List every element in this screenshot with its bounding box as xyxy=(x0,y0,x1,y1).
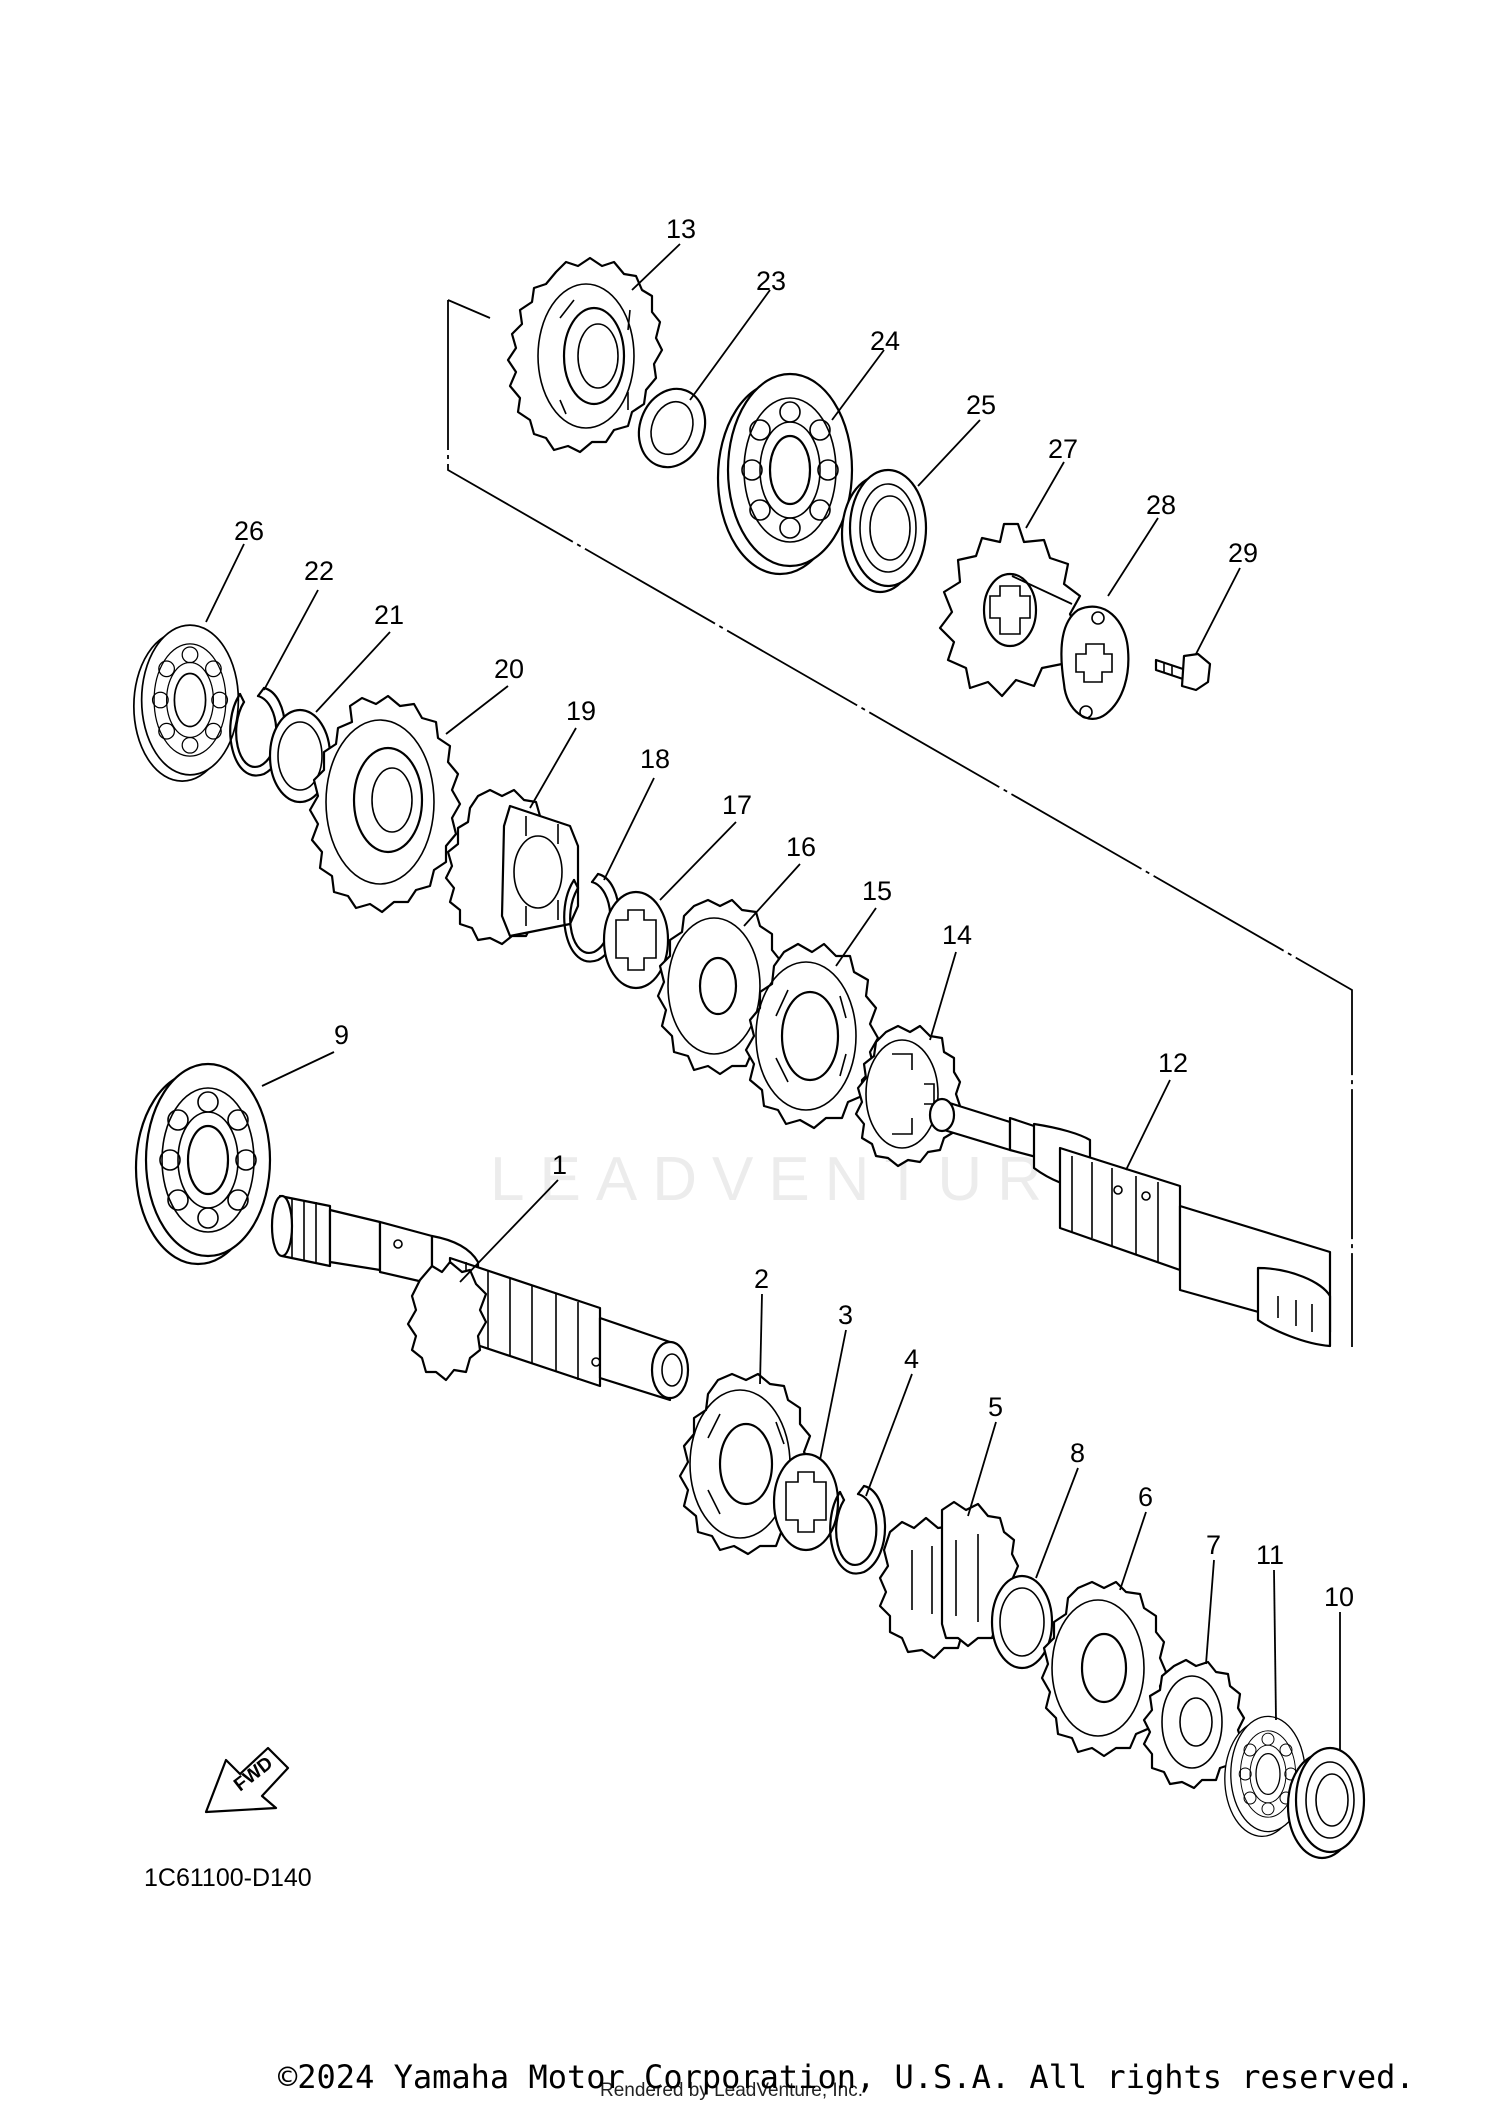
part-20-gear[interactable] xyxy=(308,694,462,914)
diagram-code: 1C61100-D140 xyxy=(144,1864,312,1892)
part-25-oil-seal[interactable] xyxy=(840,468,928,594)
part-15-gear[interactable] xyxy=(744,942,880,1130)
part-10-oil-seal[interactable] xyxy=(1286,1746,1366,1860)
fwd-arrow-icon: FWD xyxy=(204,1746,290,1814)
callout-15[interactable]: 15 xyxy=(862,876,892,906)
callout-4[interactable]: 4 xyxy=(904,1344,919,1374)
part-29-bolt[interactable] xyxy=(1154,652,1212,692)
callout-1[interactable]: 1 xyxy=(552,1150,567,1180)
part-7-gear[interactable] xyxy=(1142,1658,1246,1790)
callout-17[interactable]: 17 xyxy=(722,790,752,820)
callout-25[interactable]: 25 xyxy=(966,390,996,420)
sprocket-axis-line xyxy=(1011,575,1073,605)
callout-28[interactable]: 28 xyxy=(1146,490,1176,520)
leader-lines xyxy=(205,243,1341,1750)
callout-19[interactable]: 19 xyxy=(566,696,596,726)
callout-5[interactable]: 5 xyxy=(988,1392,1003,1422)
callout-8[interactable]: 8 xyxy=(1070,1438,1085,1468)
part-16-gear[interactable] xyxy=(656,898,784,1076)
callout-21[interactable]: 21 xyxy=(374,600,404,630)
part-6-gear[interactable] xyxy=(1040,1580,1168,1758)
callout-22[interactable]: 22 xyxy=(304,556,334,586)
callout-23[interactable]: 23 xyxy=(756,266,786,296)
callout-16[interactable]: 16 xyxy=(786,832,816,862)
callout-24[interactable]: 24 xyxy=(870,326,900,356)
part-26-bearing[interactable] xyxy=(132,624,240,782)
callout-29[interactable]: 29 xyxy=(1228,538,1258,568)
callout-6[interactable]: 6 xyxy=(1138,1482,1153,1512)
part-1-drive-axle[interactable] xyxy=(270,1194,690,1402)
assembly-boundary-line xyxy=(447,299,1353,1347)
callout-3[interactable]: 3 xyxy=(838,1300,853,1330)
part-28-lock-washer[interactable] xyxy=(1060,605,1130,720)
copyright-notice: ©2024 Yamaha Motor Corporation, U.S.A. A… xyxy=(278,2058,1415,2096)
watermark: LEADVENTURE xyxy=(490,1145,1113,1214)
part-17-splined-washer[interactable] xyxy=(602,890,670,990)
part-23-washer[interactable] xyxy=(628,379,716,476)
part-9-bearing[interactable] xyxy=(134,1062,272,1266)
part-27-drive-sprocket[interactable] xyxy=(938,522,1082,698)
callout-26[interactable]: 26 xyxy=(234,516,264,546)
part-24-bearing[interactable] xyxy=(716,372,854,576)
part-19-gear[interactable] xyxy=(444,788,580,946)
callout-7[interactable]: 7 xyxy=(1206,1530,1221,1560)
callout-9[interactable]: 9 xyxy=(334,1020,349,1050)
callout-18[interactable]: 18 xyxy=(640,744,670,774)
callout-2[interactable]: 2 xyxy=(754,1264,769,1294)
callout-20[interactable]: 20 xyxy=(494,654,524,684)
rendered-by: Rendered by LeadVenture, Inc. xyxy=(600,2080,863,2101)
callout-14[interactable]: 14 xyxy=(942,920,972,950)
callout-13[interactable]: 13 xyxy=(666,214,696,244)
part-3-splined-washer[interactable] xyxy=(772,1452,840,1552)
part-8-washer[interactable] xyxy=(990,1574,1054,1670)
part-13-gear[interactable] xyxy=(506,256,664,454)
callout-12[interactable]: 12 xyxy=(1158,1048,1188,1078)
part-12-main-shaft[interactable] xyxy=(928,1097,1332,1348)
callout-10[interactable]: 10 xyxy=(1324,1582,1354,1612)
part-14-gear[interactable] xyxy=(854,1024,962,1168)
callout-11[interactable]: 11 xyxy=(1256,1540,1284,1570)
callout-27[interactable]: 27 xyxy=(1048,434,1078,464)
callout-labels: 13 23 24 25 27 28 29 26 22 21 20 19 18 1… xyxy=(234,214,1354,1612)
